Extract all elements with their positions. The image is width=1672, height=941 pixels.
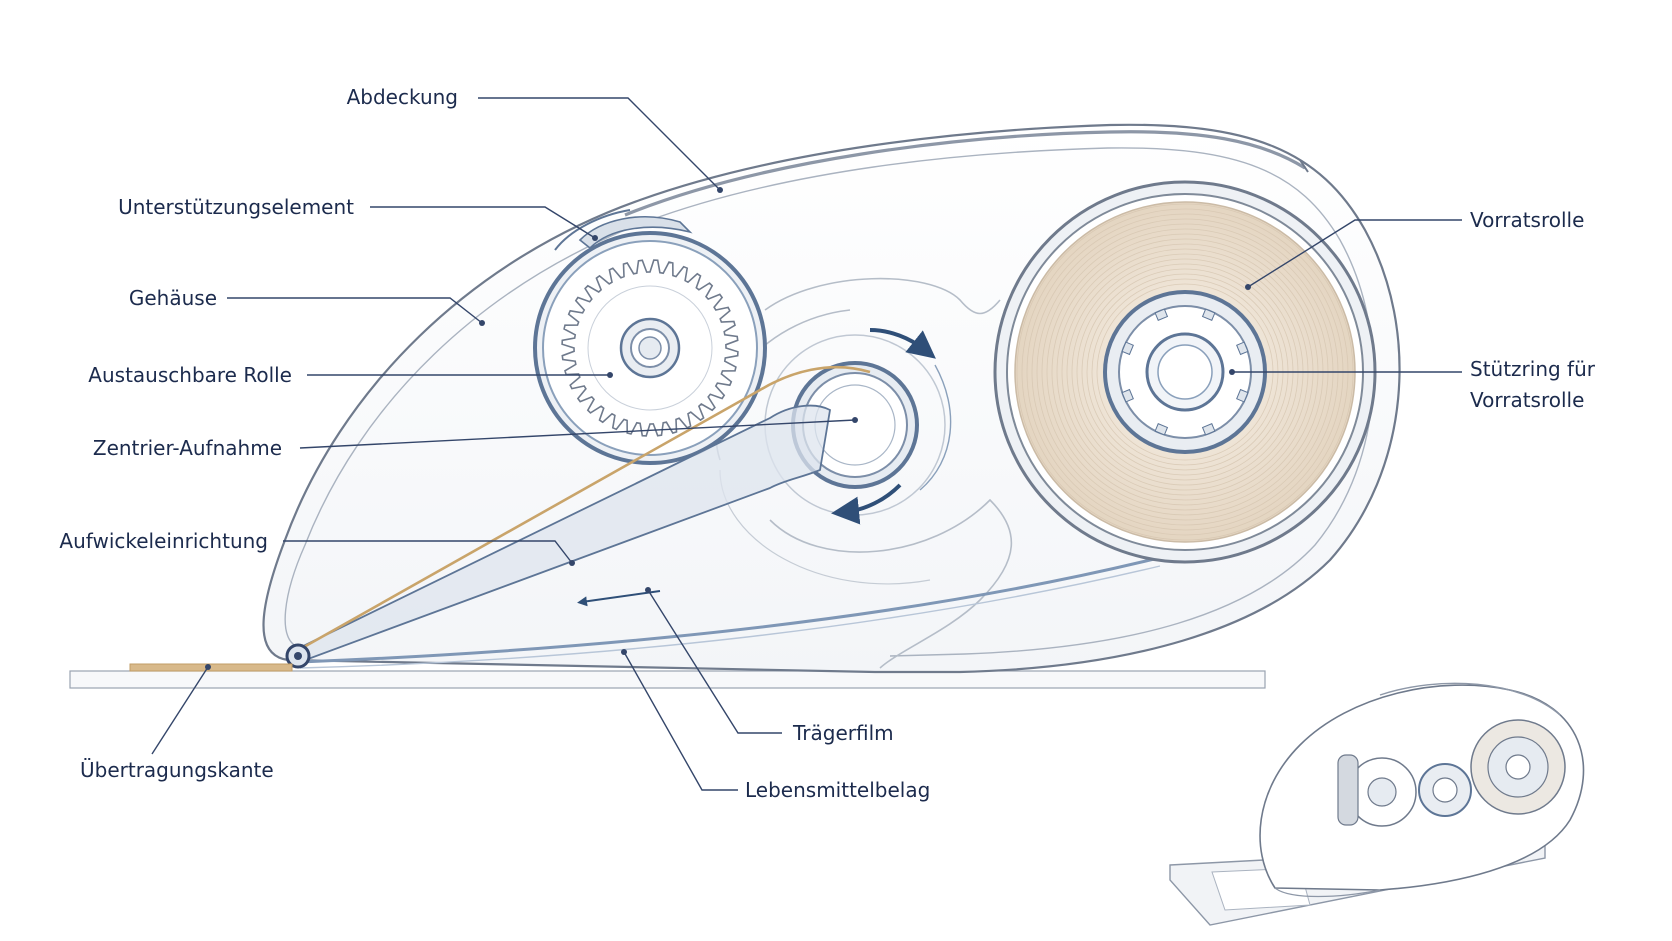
label-aufwickeleinrichtung: Aufwickeleinrichtung [59, 529, 268, 553]
label-unterstuetzungselement: Unterstützungselement [118, 195, 354, 219]
label-stuetzring-line2: Vorratsrolle [1470, 388, 1585, 412]
label-abdeckung: Abdeckung [346, 85, 458, 109]
carrier-tape-path [294, 365, 871, 654]
base-plate [69, 670, 1266, 689]
exchangeable-roll-gear [533, 231, 767, 465]
label-gehaeuse: Gehäuse [128, 286, 217, 310]
rotation-arrow-top [869, 328, 936, 359]
housing-inner [284, 147, 1374, 657]
label-zentrier-aufnahme: Zentrier-Aufnahme [92, 436, 282, 460]
rotation-arrow-bottom [831, 483, 902, 525]
label-austauschbare-rolle: Austauschbare Rolle [88, 363, 292, 387]
applied-tape [129, 663, 293, 672]
label-traegerfilm: Trägerfilm [793, 721, 894, 745]
label-vorratsrolle: Vorratsrolle [1470, 208, 1585, 232]
label-lebensmittelbelag: Lebensmittelbelag [745, 778, 931, 802]
leader-lines [151, 97, 1462, 791]
transfer-edge [285, 643, 311, 669]
film-direction-arrow [577, 590, 661, 607]
centering-seat [764, 334, 946, 516]
label-uebertragungskante: Übertragungskante [80, 758, 274, 782]
cover-strip [624, 130, 1306, 217]
support-element [578, 216, 693, 250]
inset-3d-view [1169, 682, 1585, 926]
take-up-arm [293, 404, 831, 664]
label-stuetzring-line1: Stützring für [1470, 357, 1595, 381]
